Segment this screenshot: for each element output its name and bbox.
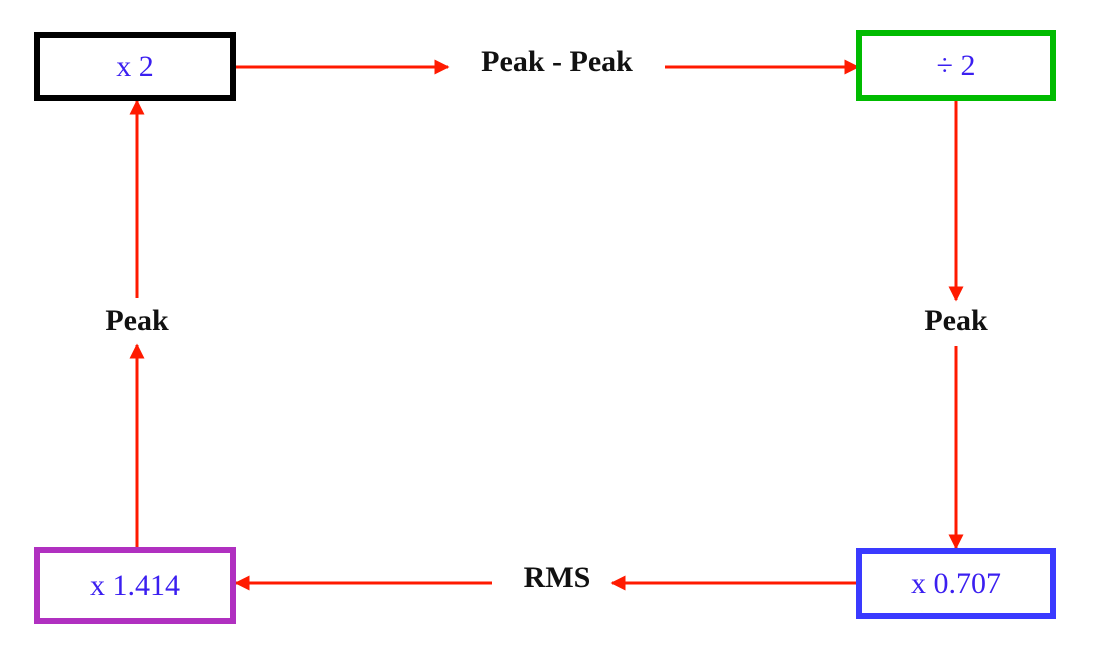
divide-by-2-text: ÷ 2 [936, 48, 976, 82]
times-1414-text: x 1.414 [90, 568, 180, 602]
times-0707-text: x 0.707 [911, 566, 1001, 600]
peak-left-label: Peak [105, 304, 169, 337]
peak-peak-label: Peak - Peak [481, 45, 633, 78]
rms-label: RMS [523, 561, 591, 594]
times-0707-box: x 0.707 [856, 548, 1056, 619]
peak-right-label: Peak [924, 304, 988, 337]
divide-by-2-box: ÷ 2 [856, 30, 1056, 101]
times-2-box: x 2 [34, 32, 236, 101]
times-2-text: x 2 [116, 49, 154, 83]
times-1414-box: x 1.414 [34, 547, 236, 624]
